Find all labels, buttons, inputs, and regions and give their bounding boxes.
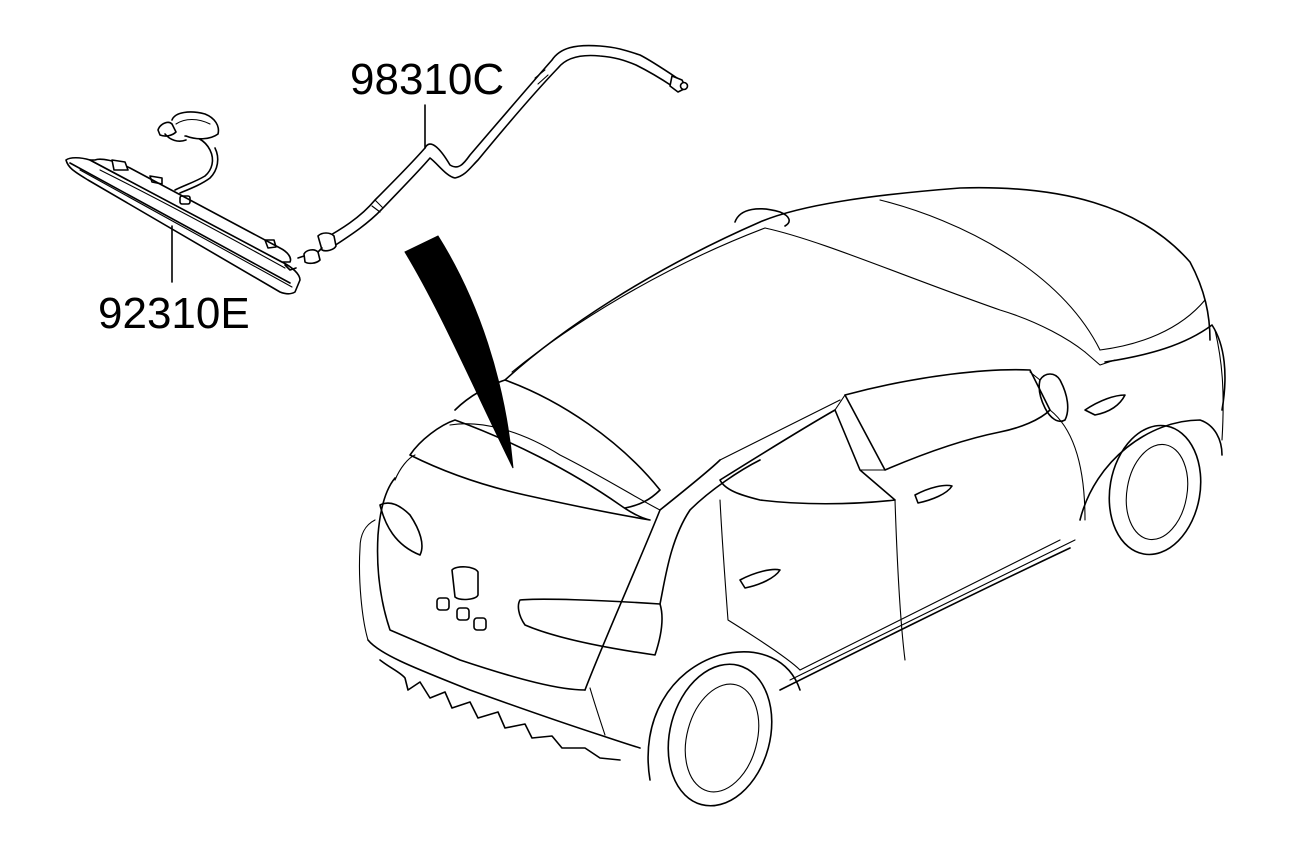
washer-hose-part <box>297 44 689 265</box>
high-mount-stop-lamp-part <box>65 111 301 295</box>
part-number-92310e: 92310E <box>98 289 250 338</box>
leader-pointer <box>404 235 514 469</box>
vehicle-illustration <box>358 186 1226 807</box>
part-number-98310c: 98310C <box>350 55 504 104</box>
